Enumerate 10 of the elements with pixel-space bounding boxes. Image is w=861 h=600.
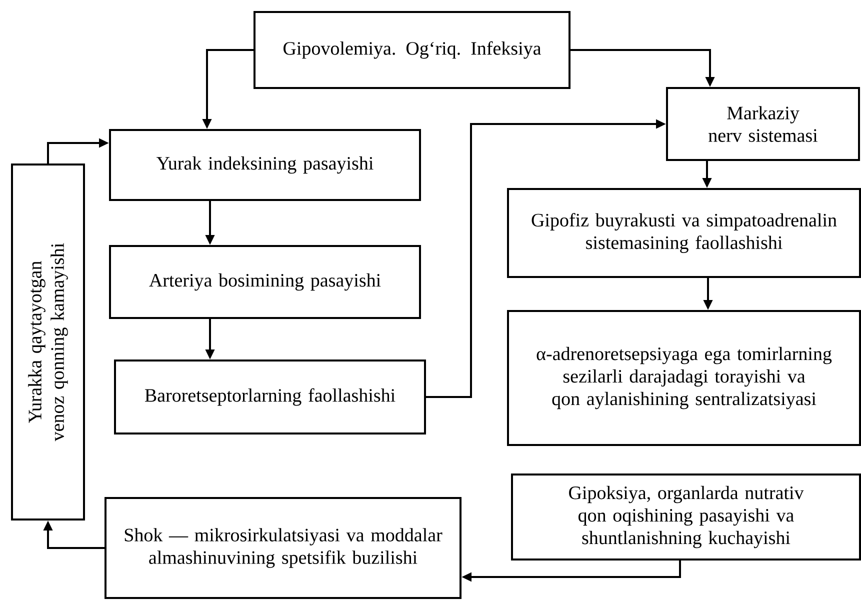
process-box: Markaziy nerv sistemasi [666, 87, 860, 161]
process-box: Arteriya bosimining pasayishi [109, 245, 421, 319]
process-box: Shok — mikrosirkulatsiyasi va moddalar almashinuvining spetsifik buzilishi [104, 497, 462, 599]
process-box: Yurak indeksining pasayishi [109, 129, 421, 201]
rotated-process-box: Yurakka qaytayotgan venoz qonning kamayishi [11, 164, 85, 520]
process-box: Gipofiz buyrakusti va simpatoadrenalin sistemasining faollashishi [507, 188, 861, 278]
process-box: Gipovolemiya. Og‘riq. Infeksiya [254, 11, 570, 89]
process-box: Baroretseptorlarning faollashishi [114, 360, 426, 434]
process-box: Gipoksiya, organlarda nutrativ qon oqishining pasayishi va shuntlanishning kuchayishi [511, 474, 861, 560]
process-box: α-adrenoretsepsiyaga ega tomirlarning sezilarli darajadagi torayishi va qon aylanishining sentralizatsiyasi [507, 310, 861, 446]
